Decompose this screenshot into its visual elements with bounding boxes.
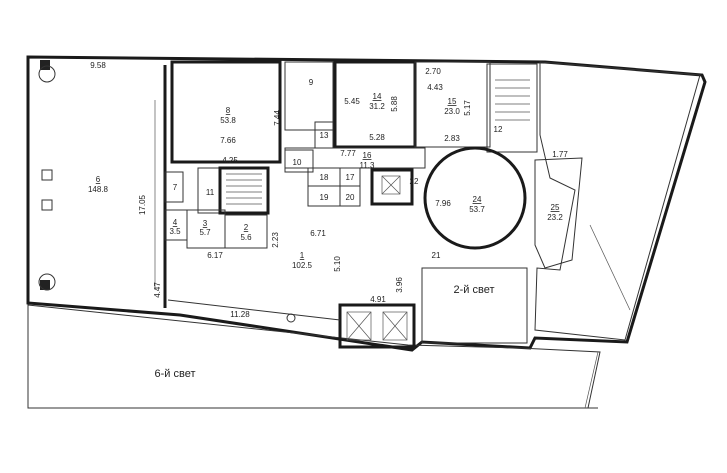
- dim-9-58: 9.58: [90, 61, 106, 70]
- room-15-label: 15: [448, 97, 457, 106]
- dim-17-05: 17.05: [138, 194, 147, 215]
- dim-3-96: 3.96: [395, 277, 404, 293]
- room-21-label: 21: [432, 251, 441, 260]
- note-6th-light: 6-й свет: [155, 368, 196, 380]
- terrace-outline: [27, 304, 601, 409]
- room-1-area: 102.5: [292, 261, 313, 270]
- lift-cross-2: [382, 311, 408, 341]
- dim-2-23: 2.23: [271, 232, 280, 248]
- room-2-area: 5.6: [240, 233, 252, 242]
- room-13-label: 13: [320, 131, 329, 140]
- dim-6-71: 6.71: [310, 229, 326, 238]
- pillar-3: [41, 169, 53, 181]
- void-2nd-light: [421, 267, 528, 344]
- room-11-label: 11: [206, 188, 215, 197]
- dim-5-88: 5.88: [390, 96, 399, 112]
- dim-7-77: 7.77: [340, 149, 356, 158]
- pillar-4: [41, 199, 53, 211]
- dim-7-96: 7.96: [435, 199, 451, 208]
- pillar-2: [38, 273, 56, 291]
- room-9-outline: [284, 61, 334, 131]
- void-outline: [534, 61, 701, 341]
- room-15-outline: [414, 61, 491, 148]
- stair-main-outline: [218, 166, 270, 215]
- room-17-label: 17: [346, 173, 355, 182]
- room-2-outline: [224, 214, 268, 249]
- room-25-area: 23.2: [547, 213, 563, 222]
- room-3-area: 5.7: [199, 228, 211, 237]
- room-4-label: 4: [173, 218, 178, 227]
- room-14-area: 31.2: [369, 102, 385, 111]
- dim-5-28: 5.28: [369, 133, 385, 142]
- room-4-area: 3.5: [169, 227, 181, 236]
- dim-5-17: 5.17: [463, 100, 472, 116]
- room-10-outline: [284, 149, 314, 173]
- note-2nd-light: 2-й свет: [454, 284, 495, 296]
- wall-hall1-south: [167, 299, 341, 321]
- room-22-label: 22: [410, 177, 419, 186]
- dim-4-47: 4.47: [153, 282, 162, 298]
- dim-2-83: 2.83: [444, 134, 460, 143]
- room-15-area: 23.0: [444, 107, 460, 116]
- room-12-label: 12: [494, 125, 503, 134]
- room-8-area: 53.8: [220, 116, 236, 125]
- room-25-label: 25: [551, 203, 560, 212]
- lift-cross-1: [346, 311, 372, 341]
- dim-6-17: 6.17: [207, 251, 223, 260]
- stair-12-steps: [495, 79, 530, 121]
- column-2: [40, 280, 50, 290]
- room-14-label: 14: [373, 92, 382, 101]
- dim-7-66: 7.66: [220, 136, 236, 145]
- room-16-label: 16: [363, 151, 372, 160]
- room-18-label: 18: [320, 173, 329, 182]
- room-3-label: 3: [203, 219, 208, 228]
- room-16-area: 11.3: [360, 161, 376, 170]
- dim-4-25: 4.25: [222, 156, 238, 165]
- dim-5-10: 5.10: [333, 256, 342, 272]
- room-20-label: 20: [346, 193, 355, 202]
- dim-5-45: 5.45: [344, 97, 360, 106]
- room-9-label: 9: [309, 78, 314, 87]
- room-2-label: 2: [244, 223, 249, 232]
- room-1-label: 1: [300, 251, 305, 260]
- room-24-outline: [423, 146, 527, 250]
- dim-11-28: 11.28: [230, 310, 250, 319]
- room-20-outline: [339, 185, 361, 207]
- room-6-area: 148.8: [88, 185, 109, 194]
- room-8-outline: [170, 60, 282, 164]
- column-1: [40, 60, 50, 70]
- room-12-outline: [486, 63, 538, 153]
- dim-4-91: 4.91: [370, 295, 386, 304]
- elevator-cross: [381, 175, 401, 195]
- elevator-shaft-22: [370, 168, 414, 206]
- stair-main-steps: [226, 173, 262, 205]
- room-8-label: 8: [226, 106, 231, 115]
- void-diagonal-1: [589, 224, 631, 311]
- room-7-label: 7: [173, 183, 178, 192]
- pillar-1: [38, 65, 56, 83]
- lift-shaft-1: [338, 303, 416, 349]
- dim-4-43: 4.43: [427, 83, 443, 92]
- terrace-diagonal: [584, 351, 599, 409]
- dim-1-77: 1.77: [552, 150, 568, 159]
- room-10-label: 10: [293, 158, 302, 167]
- room-24-area: 53.7: [469, 205, 485, 214]
- room-19-label: 19: [320, 193, 329, 202]
- room-25-outline: [534, 157, 583, 269]
- column-hall1: [286, 313, 296, 323]
- dim-7-44: 7.44: [273, 110, 282, 126]
- room-6-label: 6: [96, 175, 101, 184]
- room-7-outline: [164, 171, 184, 203]
- dim-2-70: 2.70: [425, 67, 441, 76]
- room-24-label: 24: [473, 195, 482, 204]
